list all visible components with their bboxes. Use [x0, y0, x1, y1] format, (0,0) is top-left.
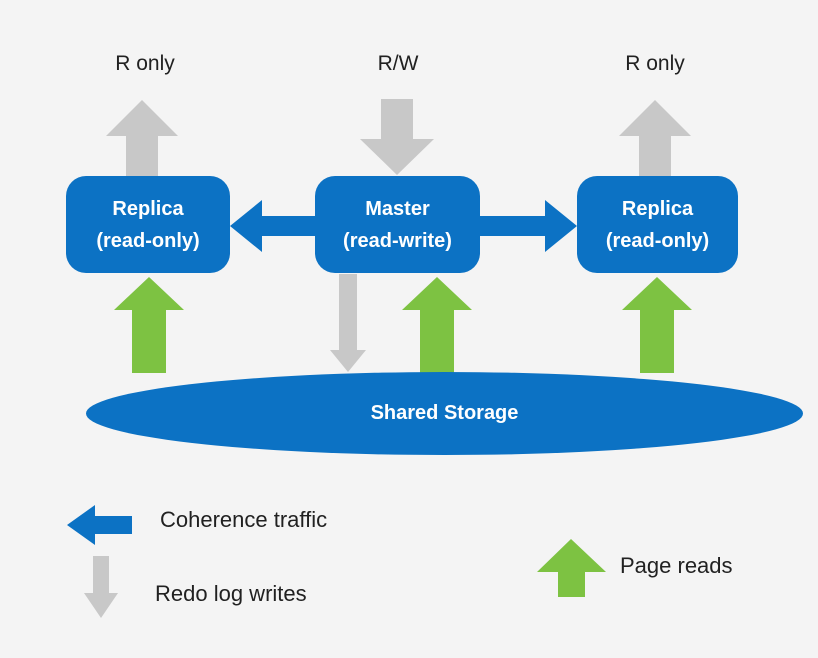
- gray-up-arrow-icon: [106, 100, 178, 176]
- node-master: Master (read-write): [315, 176, 480, 273]
- node-master-subtitle: (read-write): [343, 229, 452, 252]
- green-up-arrow-icon: [537, 539, 606, 597]
- gray-down-arrow-icon: [330, 274, 366, 372]
- node-replica-right-title: Replica: [621, 197, 694, 220]
- node-master-title: Master: [365, 197, 430, 220]
- legend-label-page-reads: Page reads: [620, 553, 733, 578]
- access-label-middle: R/W: [377, 52, 419, 75]
- green-up-arrow-icon: [622, 277, 692, 373]
- gray-down-arrow-icon: [360, 99, 434, 175]
- node-replica-left: Replica (read-only): [66, 176, 230, 273]
- blue-right-arrow-icon: [480, 200, 577, 252]
- shared-storage: Shared Storage: [86, 372, 803, 455]
- access-label-right: R only: [625, 52, 685, 75]
- legend-label-redo-log-writes: Redo log writes: [155, 581, 307, 606]
- blue-left-arrow-icon: [67, 505, 132, 545]
- green-up-arrow-icon: [114, 277, 184, 373]
- node-replica-right: Replica (read-only): [577, 176, 738, 273]
- gray-up-arrow-icon: [619, 100, 691, 176]
- node-replica-left-title: Replica: [112, 197, 184, 220]
- node-replica-right-subtitle: (read-only): [605, 229, 710, 252]
- legend-label-coherence-traffic: Coherence traffic: [160, 507, 328, 532]
- access-label-left: R only: [115, 52, 175, 75]
- gray-down-arrow-icon: [84, 556, 118, 618]
- node-replica-left-subtitle: (read-only): [96, 229, 200, 252]
- shared-storage-label: Shared Storage: [370, 402, 519, 424]
- blue-left-arrow-icon: [230, 200, 315, 252]
- green-up-arrow-icon: [402, 277, 472, 373]
